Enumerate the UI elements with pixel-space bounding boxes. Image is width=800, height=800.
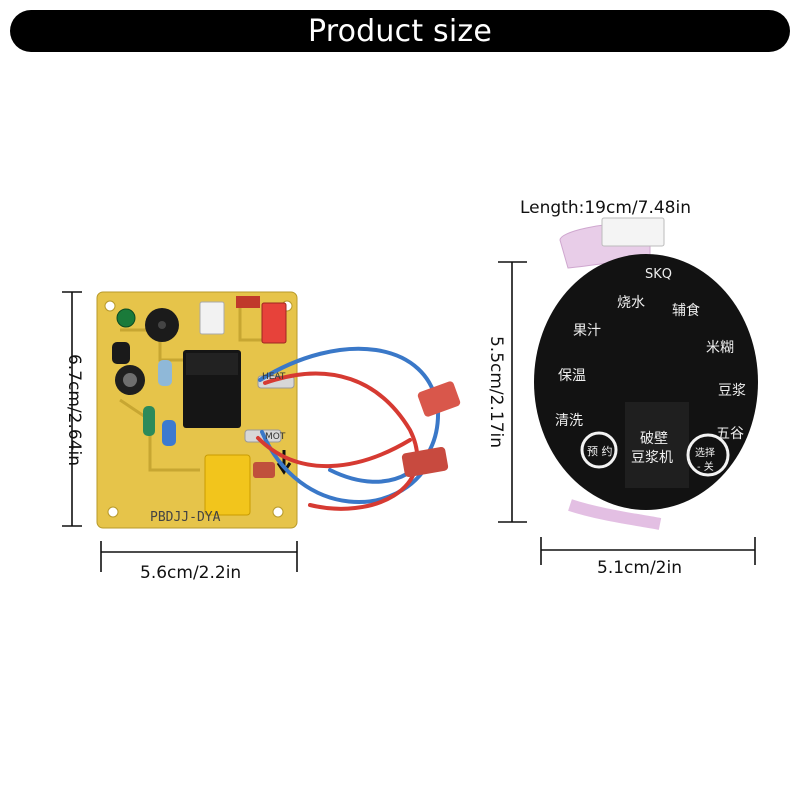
button-clean: 清洗 (555, 413, 583, 429)
control-board (96, 291, 298, 529)
panel-brand: SKQ (645, 267, 673, 282)
board-mot-label: MOT (265, 432, 286, 442)
button-select-line2: - 关 (697, 462, 714, 473)
button-juice: 果汁 (573, 323, 601, 339)
button-reserve: 预 约 (587, 445, 613, 458)
button-supplement: 辅食 (672, 303, 700, 319)
center-label-line1: 破壁 (640, 431, 668, 447)
button-rice-paste: 米糊 (706, 340, 734, 356)
center-label-line2: 豆浆机 (631, 450, 673, 466)
button-keep-warm: 保温 (558, 368, 586, 384)
board-height-label: 6.7cm/2.64in (64, 353, 84, 467)
button-grains: 五谷 (716, 426, 744, 442)
board-width-label: 5.6cm/2.2in (140, 563, 242, 583)
cable-length-label: Length:19cm/7.48in (520, 198, 691, 218)
button-select-line1: 选择 (695, 448, 715, 459)
button-soymilk: 豆浆 (718, 383, 746, 399)
board-height-dimension (62, 291, 82, 527)
panel-width-dimension (540, 537, 756, 565)
panel-width-label: 5.1cm/2in (597, 558, 682, 578)
page-title-banner: Product size (10, 10, 790, 52)
spade-connectors (401, 381, 461, 478)
panel-height-dimension (498, 261, 527, 523)
button-boil: 烧水 (617, 295, 645, 311)
board-width-dimension (100, 541, 298, 572)
page-title: Product size (307, 13, 492, 49)
board-heat-label: HEAT (262, 372, 286, 382)
board-silkscreen: PBDJJ-DYA (150, 510, 221, 525)
control-panel (534, 254, 758, 510)
panel-height-label: 5.5cm/2.17in (486, 335, 506, 449)
